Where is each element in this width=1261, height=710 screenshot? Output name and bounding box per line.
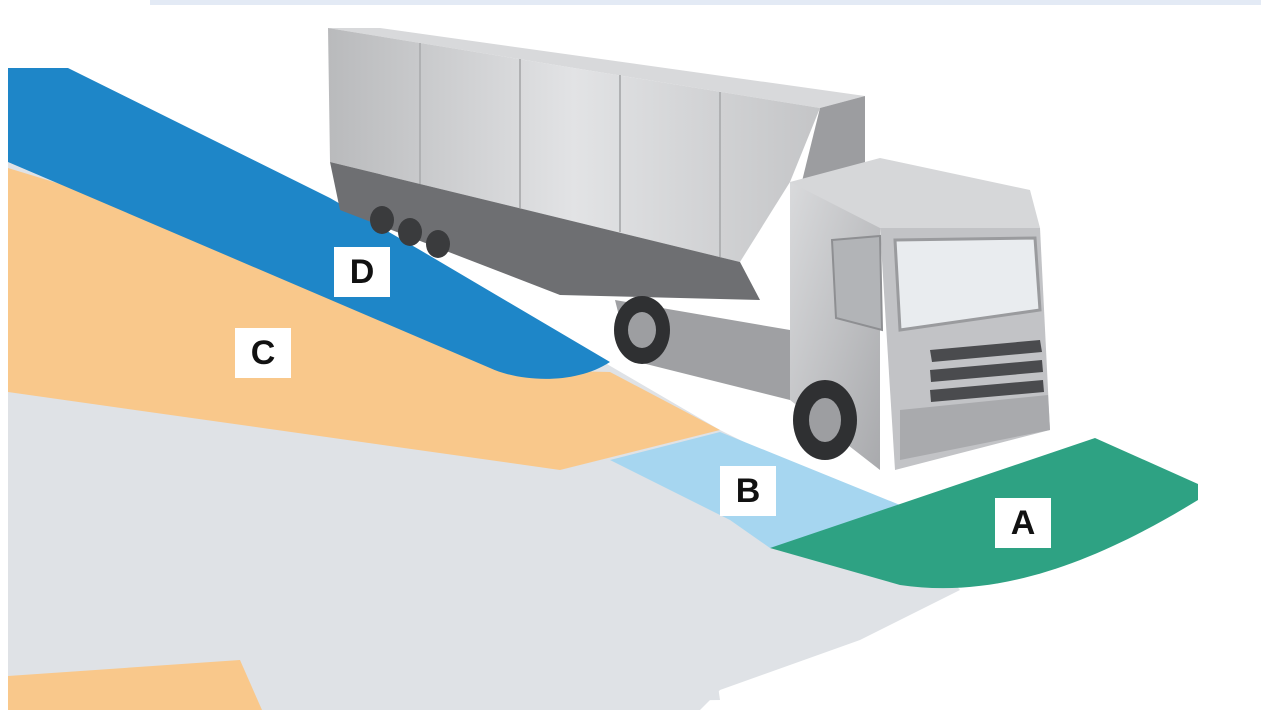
grille: [930, 340, 1044, 402]
side-window: [832, 236, 882, 330]
zone-d-label: D: [334, 247, 390, 297]
zone-a-label: A: [995, 498, 1051, 548]
zone-b-label: B: [720, 466, 776, 516]
wheel-hub: [628, 312, 656, 348]
top-strip: [150, 0, 1261, 5]
zone-c-label: C: [235, 328, 291, 378]
wheel-hub: [809, 398, 841, 442]
